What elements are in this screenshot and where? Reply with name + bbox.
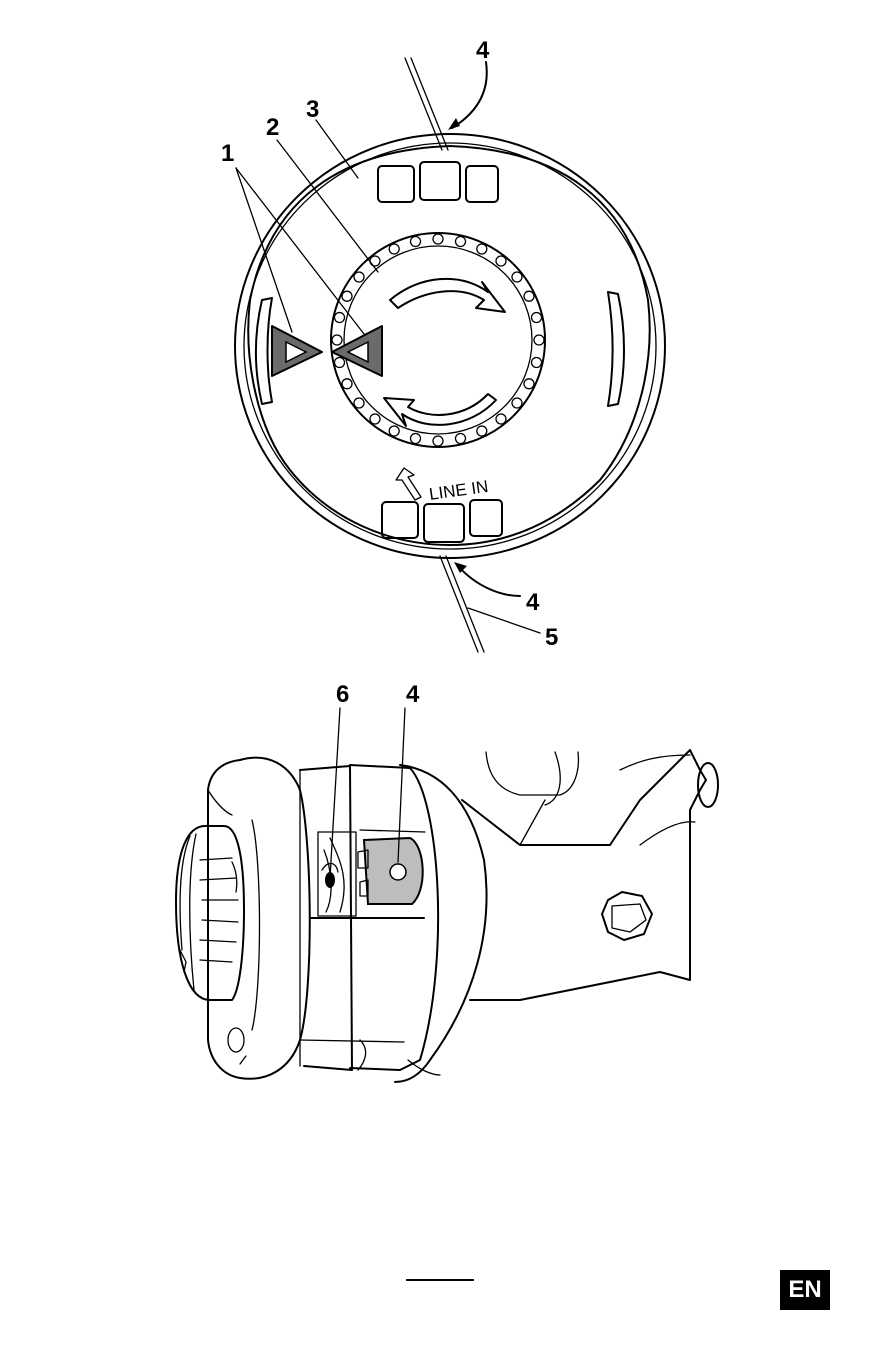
bottom-eyelet-windows [382,500,502,542]
left-grip-slot [256,298,272,404]
knob-scallop [335,313,345,323]
gearbox-housing [462,750,706,1000]
callout-1: 1 [221,140,234,167]
knob-scallop [411,434,421,444]
knob-scallop [534,335,544,345]
knob-scallop [332,335,342,345]
knob-scallop [512,398,522,408]
knob-scallop [532,313,542,323]
trimmer-head-side-view: 6 4 [176,681,718,1082]
knob-scallop [354,272,364,282]
page-number-rule [406,1279,474,1281]
hex-bolt [602,892,652,940]
knob-scallop [342,379,352,389]
knob-scallop [477,244,487,254]
bump-knob [176,826,244,1000]
knob-scallop [456,434,466,444]
rotation-arrow-counterclockwise-icon [384,394,496,426]
alignment-indicator-right [332,326,382,376]
knob-scallop [433,436,443,446]
callout-4-top: 4 [476,37,490,64]
knob-scallop [532,358,542,368]
knob-scallop [342,291,352,301]
right-grip-slot [608,292,624,406]
language-badge: EN [780,1270,830,1310]
knob-scallop [496,256,506,266]
line-eyelet [358,838,423,904]
knob-scallop [496,414,506,424]
knob-scallop [477,426,487,436]
knob-scallop [370,414,380,424]
knob-scallop [512,272,522,282]
callout-4-side: 4 [406,681,420,708]
callout-2: 2 [266,114,279,141]
knob-scallop [389,244,399,254]
spool-head-top-view: LINE IN 1 2 3 4 4 5 [221,37,665,652]
drive-collar [395,765,487,1082]
line-in-arrow-icon [396,468,421,500]
knob-scallop [335,358,345,368]
knob-scallop [389,426,399,436]
callout-3: 3 [306,96,319,123]
alignment-indicator-left [272,326,322,376]
callout-5: 5 [545,624,558,651]
knob-scallop [411,237,421,247]
knob-scallop [433,234,443,244]
rotation-arrow-clockwise-icon [390,279,505,312]
knob-scallop [524,291,534,301]
knob-scallop [354,398,364,408]
knob-scallop [456,237,466,247]
callout-6: 6 [336,681,349,708]
callout-4-bottom: 4 [526,589,540,616]
knob-scallop [524,379,534,389]
top-eyelet-windows [378,162,498,202]
